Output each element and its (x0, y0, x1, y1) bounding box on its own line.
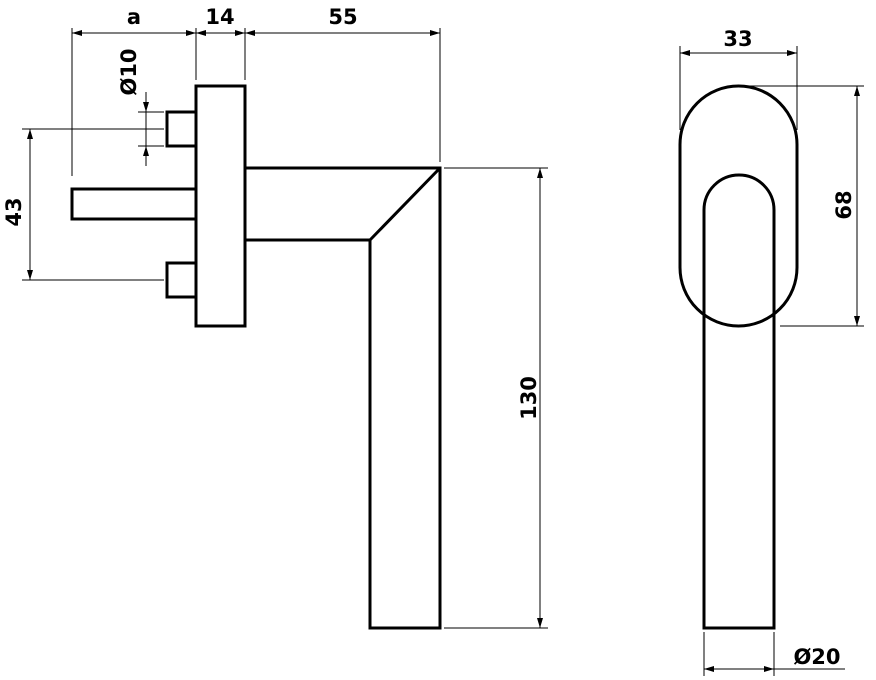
upper-screw (165, 110, 198, 148)
grip-diameter-dimension: Ø20 (703, 632, 845, 676)
dim-a-label: a (127, 5, 141, 29)
dim-plate-thickness-label: 14 (205, 5, 234, 29)
dim-lever-length-label: 130 (517, 376, 541, 420)
base-plate (194, 84, 247, 328)
grip (702, 173, 776, 630)
lower-screw (165, 261, 198, 299)
lever-length-dimension: 130 (444, 167, 548, 629)
rose (678, 84, 799, 328)
front-view (678, 84, 799, 630)
side-view (70, 84, 442, 630)
rose-width-dimension: 33 (679, 27, 798, 130)
dim-screw-spacing-label: 43 (2, 197, 26, 226)
lever-arm (245, 166, 442, 630)
top-dimensions: a 14 55 (71, 5, 441, 176)
lever-mitre-line (368, 166, 442, 242)
spindle (70, 187, 198, 221)
dim-rose-height-label: 68 (832, 190, 856, 219)
dim-lever-reach-label: 55 (328, 5, 357, 29)
screw-spacing-dimension: 43 (2, 128, 164, 281)
dim-rose-width-label: 33 (723, 27, 752, 51)
dim-grip-diameter-label: Ø20 (793, 645, 840, 669)
screw-diameter-dimension: Ø10 (117, 48, 164, 166)
dim-spindle-diameter-label: Ø10 (117, 48, 141, 95)
rose-height-dimension: 68 (738, 85, 864, 327)
